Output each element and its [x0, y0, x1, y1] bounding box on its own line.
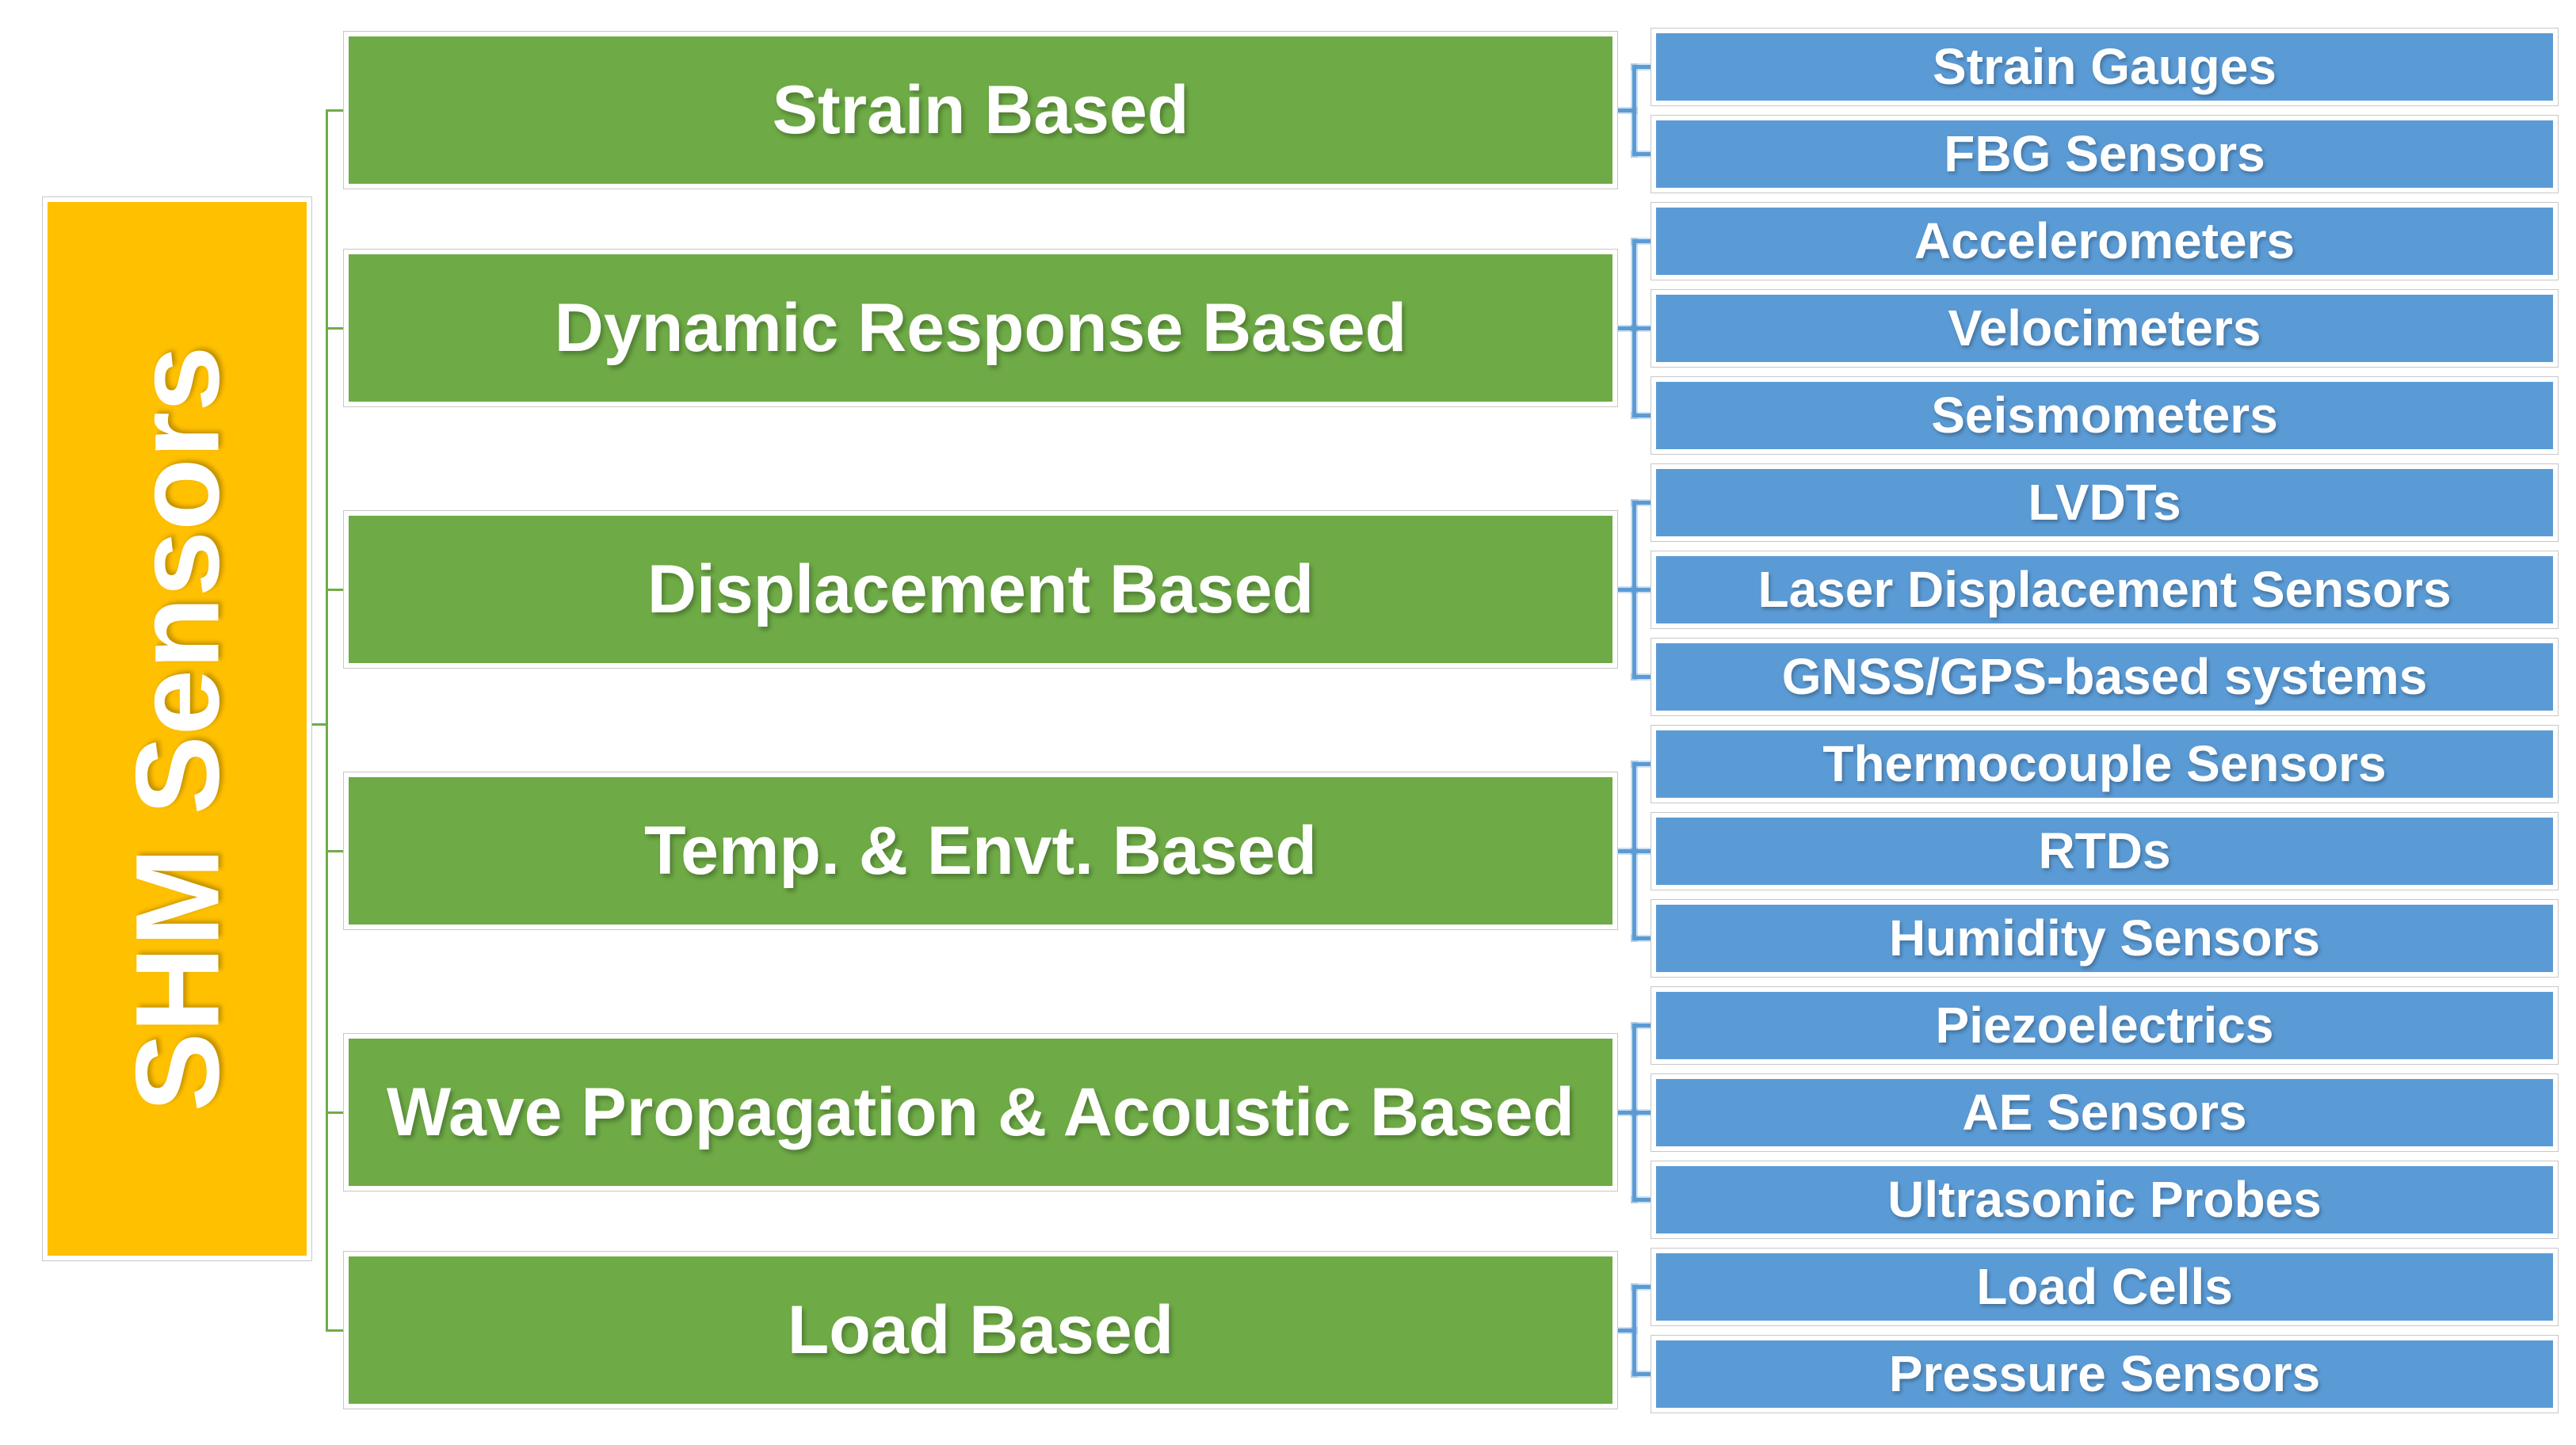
group-stub-connector-temp — [326, 849, 346, 852]
child-node-laser-displacement-sensors: Laser Displacement Sensors — [1651, 550, 2559, 629]
root-node-label: SHM Sensors — [110, 345, 244, 1112]
child-node-label: Thermocouple Sensors — [1822, 735, 2387, 792]
group-node-label: Displacement Based — [647, 551, 1315, 627]
bracket-stub-seismometers — [1632, 413, 1656, 417]
bracket-h-temp — [1613, 848, 1636, 853]
group-node-label: Temp. & Envt. Based — [643, 812, 1318, 889]
child-node-load-cells: Load Cells — [1651, 1247, 2559, 1326]
root-stub-connector — [307, 722, 327, 726]
child-node-label: Accelerometers — [1914, 212, 2296, 269]
child-node-label: Load Cells — [1976, 1258, 2233, 1315]
child-node-strain-gauges: Strain Gauges — [1651, 27, 2559, 106]
group-node-label: Strain Based — [772, 71, 1189, 148]
group-node-load-based: Load Based — [343, 1251, 1618, 1409]
group-stub-connector-load — [326, 1329, 346, 1332]
child-node-gnss-gps-based-systems: GNSS/GPS-based systems — [1651, 637, 2559, 716]
child-node-label: GNSS/GPS-based systems — [1781, 648, 2428, 705]
child-node-velocimeters: Velocimeters — [1651, 288, 2559, 368]
bracket-stub-lvdts — [1632, 500, 1656, 505]
child-node-fbg-sensors: FBG Sensors — [1651, 114, 2559, 193]
bracket-h-displacement — [1613, 587, 1636, 592]
bracket-stub-pressure-sensors — [1632, 1371, 1656, 1376]
bracket-stub-ultrasonic — [1632, 1197, 1656, 1202]
child-node-lvdts: LVDTs — [1651, 463, 2559, 542]
child-node-label: Piezoelectrics — [1935, 997, 2274, 1054]
group-node-label: Wave Propagation & Acoustic Based — [387, 1073, 1574, 1150]
bracket-stub-rtds — [1632, 848, 1656, 853]
child-node-label: RTDs — [2038, 822, 2171, 879]
bracket-stub-ae-sensors — [1632, 1110, 1656, 1115]
bracket-v-strain — [1632, 64, 1636, 156]
group-stub-connector-dynamic — [326, 326, 346, 330]
bracket-h-load — [1613, 1328, 1636, 1333]
bracket-stub-accelerometers — [1632, 238, 1656, 243]
child-node-ultrasonic-probes: Ultrasonic Probes — [1651, 1160, 2559, 1239]
child-node-thermocouple-sensors: Thermocouple Sensors — [1651, 724, 2559, 803]
group-node-wave-propagation-acoustic-based: Wave Propagation & Acoustic Based — [343, 1033, 1618, 1191]
child-node-pressure-sensors: Pressure Sensors — [1651, 1334, 2559, 1413]
bracket-stub-load-cells — [1632, 1284, 1656, 1289]
group-node-label: Load Based — [787, 1291, 1174, 1368]
child-node-label: Strain Gauges — [1933, 38, 2276, 95]
bracket-v-load — [1632, 1284, 1636, 1376]
bracket-h-dynamic — [1613, 326, 1636, 330]
child-node-label: Humidity Sensors — [1888, 909, 2321, 967]
group-node-strain-based: Strain Based — [343, 31, 1618, 189]
group-node-label: Dynamic Response Based — [554, 289, 1407, 366]
child-node-humidity-sensors: Humidity Sensors — [1651, 898, 2559, 978]
child-node-rtds: RTDs — [1651, 811, 2559, 890]
root-trunk-connector — [326, 109, 328, 1331]
child-node-piezoelectrics: Piezoelectrics — [1651, 986, 2559, 1065]
bracket-h-wave — [1613, 1110, 1636, 1115]
group-stub-connector-strain — [326, 109, 346, 112]
bracket-stub-strain-gauges — [1632, 64, 1656, 69]
group-node-temp-envt-based: Temp. & Envt. Based — [343, 772, 1618, 930]
child-node-label: Laser Displacement Sensors — [1757, 561, 2452, 618]
bracket-stub-humidity — [1632, 936, 1656, 940]
bracket-stub-piezoelectrics — [1632, 1023, 1656, 1028]
bracket-stub-thermocouple — [1632, 761, 1656, 766]
child-node-accelerometers: Accelerometers — [1651, 201, 2559, 280]
group-node-dynamic-response-based: Dynamic Response Based — [343, 249, 1618, 407]
bracket-stub-velocimeters — [1632, 326, 1656, 330]
child-node-label: Pressure Sensors — [1888, 1345, 2321, 1402]
group-stub-connector-wave — [326, 1111, 346, 1114]
child-node-seismometers: Seismometers — [1651, 376, 2559, 455]
group-node-displacement-based: Displacement Based — [343, 510, 1618, 669]
bracket-stub-laser-displacement — [1632, 587, 1656, 592]
bracket-stub-fbg-sensors — [1632, 151, 1656, 156]
group-stub-connector-displacement — [326, 588, 346, 591]
child-node-ae-sensors: AE Sensors — [1651, 1073, 2559, 1152]
bracket-stub-gnss-gps — [1632, 674, 1656, 679]
child-node-label: Ultrasonic Probes — [1887, 1171, 2322, 1228]
child-node-label: LVDTs — [2028, 474, 2181, 531]
root-node-shm-sensors: SHM Sensors — [42, 196, 312, 1261]
child-node-label: FBG Sensors — [1944, 125, 2265, 182]
bracket-h-strain — [1613, 108, 1636, 112]
child-node-label: AE Sensors — [1962, 1084, 2247, 1141]
child-node-label: Seismometers — [1931, 387, 2278, 444]
child-node-label: Velocimeters — [1948, 299, 2261, 356]
